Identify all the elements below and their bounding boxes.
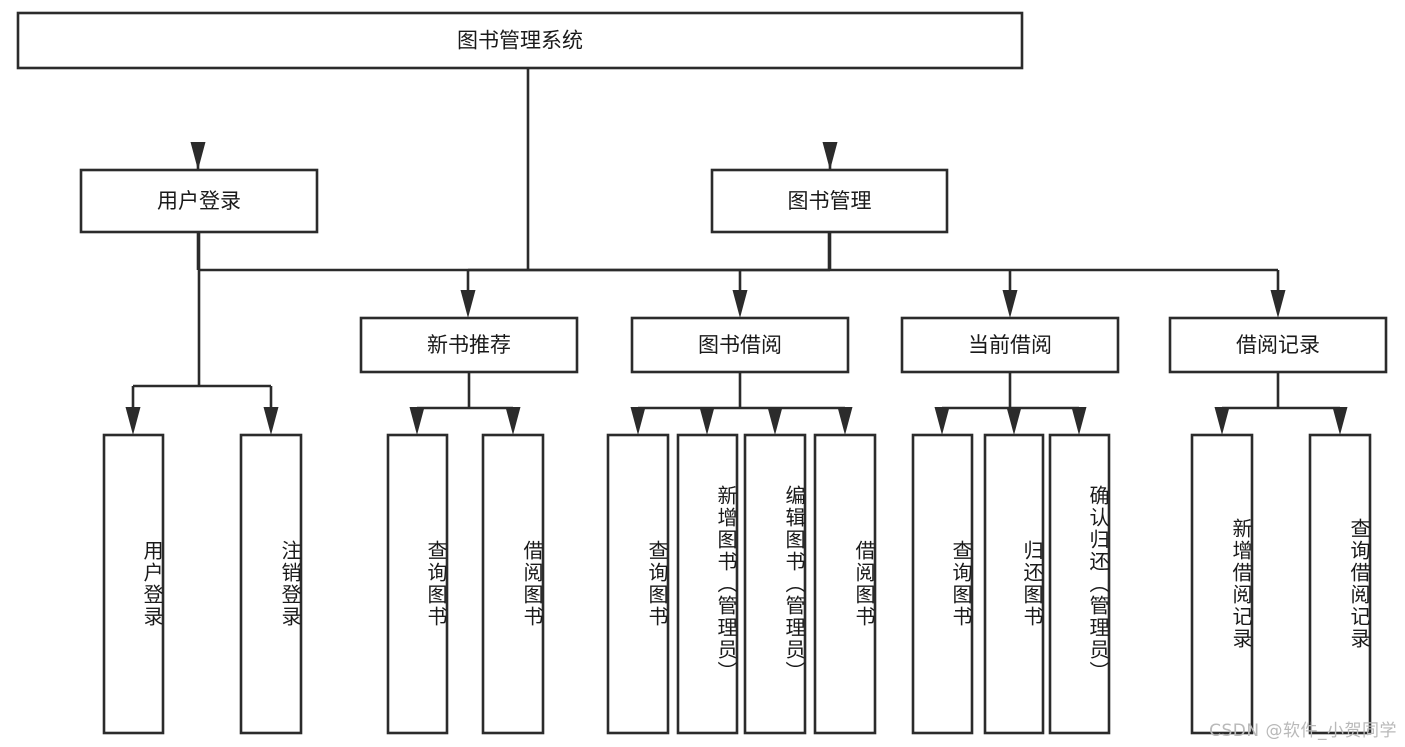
arrow-head-icon xyxy=(125,407,141,435)
node-box-cb-query[interactable] xyxy=(911,433,974,735)
arrow-head-icon xyxy=(1006,407,1022,435)
arrow-head-icon xyxy=(767,407,783,435)
node-box-borrow-record[interactable] xyxy=(1168,316,1388,374)
node-box-user-login[interactable] xyxy=(79,168,319,234)
arrow-head-icon xyxy=(732,290,748,318)
node-box-book-borrow[interactable] xyxy=(630,316,850,374)
node-box-cb-return[interactable] xyxy=(983,433,1045,735)
node-box-root[interactable] xyxy=(16,11,1024,70)
node-box-current-borrow[interactable] xyxy=(900,316,1120,374)
arrow-head-icon xyxy=(505,407,521,435)
node-box-cb-confirm[interactable] xyxy=(1048,433,1111,735)
arrow-head-icon xyxy=(1071,407,1087,435)
connectors-layer xyxy=(125,68,1348,435)
arrow-head-icon xyxy=(630,407,646,435)
node-box-new-book-rec[interactable] xyxy=(359,316,579,374)
arrow-head-icon xyxy=(934,407,950,435)
node-label-new-book-rec: 新书推荐 xyxy=(427,333,511,357)
arrow-head-icon xyxy=(263,407,279,435)
arrow-head-icon xyxy=(1002,290,1018,318)
boxes-layer xyxy=(16,11,1388,735)
node-box-bb-add[interactable] xyxy=(676,433,739,735)
arrow-head-icon xyxy=(699,407,715,435)
node-box-nbr-borrow[interactable] xyxy=(481,433,545,735)
arrow-head-icon xyxy=(822,142,838,170)
node-box-bb-query[interactable] xyxy=(606,433,670,735)
node-box-bb-borrow[interactable] xyxy=(813,433,877,735)
node-box-br-add[interactable] xyxy=(1190,433,1254,735)
node-box-nbr-query[interactable] xyxy=(386,433,449,735)
node-box-leaf-user-logout[interactable] xyxy=(239,433,303,735)
arrow-head-icon xyxy=(1270,290,1286,318)
node-label-book-manage: 图书管理 xyxy=(788,189,872,213)
watermark-text: CSDN @软件_小贺同学 xyxy=(1209,721,1397,741)
arrow-head-icon xyxy=(460,290,476,318)
arrow-head-icon xyxy=(1214,407,1230,435)
node-box-br-query[interactable] xyxy=(1308,433,1372,735)
node-label-root: 图书管理系统 xyxy=(457,29,583,53)
arrow-head-icon xyxy=(1332,407,1348,435)
node-box-book-manage[interactable] xyxy=(710,168,949,234)
arrow-head-icon xyxy=(837,407,853,435)
arrow-head-icon xyxy=(190,142,206,170)
node-label-book-borrow: 图书借阅 xyxy=(698,333,782,357)
node-label-borrow-record: 借阅记录 xyxy=(1236,333,1320,357)
node-box-bb-edit[interactable] xyxy=(743,433,807,735)
node-label-user-login: 用户登录 xyxy=(157,189,241,213)
arrow-head-icon xyxy=(409,407,425,435)
node-label-current-borrow: 当前借阅 xyxy=(968,333,1052,357)
node-box-leaf-user-login[interactable] xyxy=(102,433,165,735)
